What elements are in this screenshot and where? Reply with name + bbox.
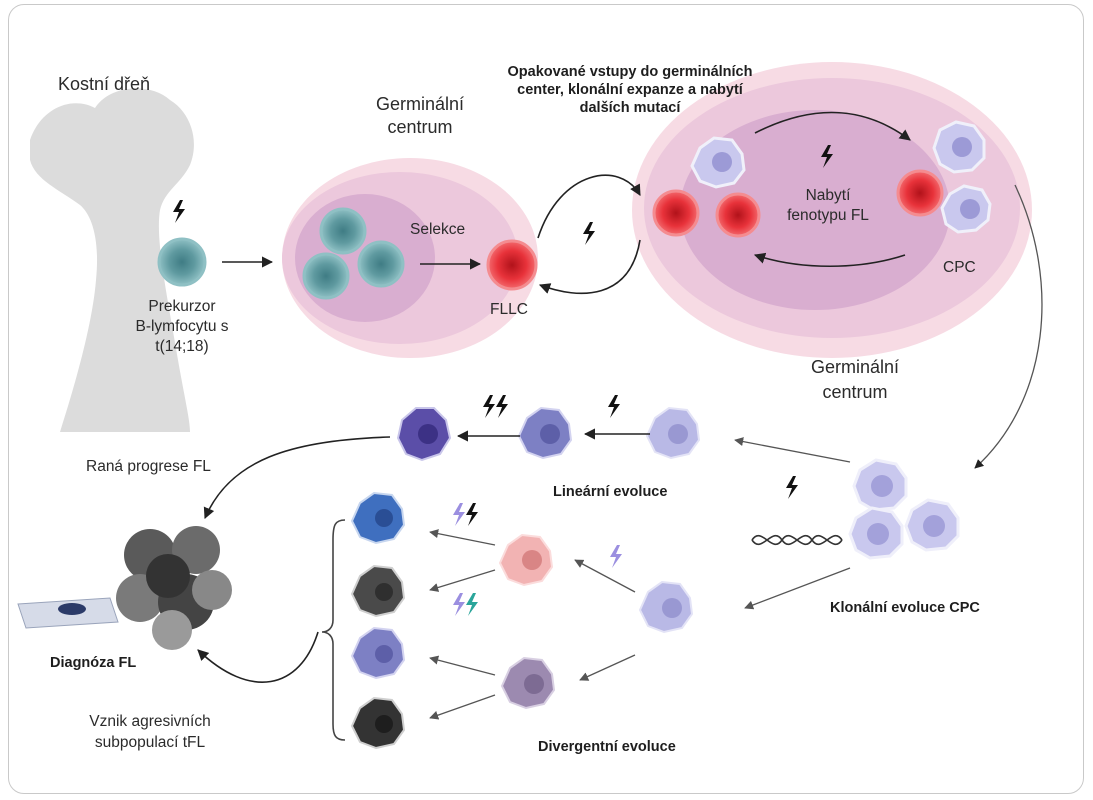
fllc-cell xyxy=(486,239,538,291)
label-gc1-line1: Germinální xyxy=(376,94,464,114)
label-precursor-line2: B-lymfocytu s xyxy=(135,318,228,335)
label-clonal-evolution: Klonální evoluce CPC xyxy=(830,600,980,616)
gc2-cells xyxy=(652,120,992,238)
linear-evolution-cells xyxy=(396,406,851,463)
label-reentry-line3: dalších mutací xyxy=(580,100,682,116)
label-linear-evolution: Lineární evoluce xyxy=(553,484,667,500)
lightning-icon-teal xyxy=(466,593,478,616)
label-gc1-line2: centrum xyxy=(387,117,452,137)
label-aggressive-line1: Vznik agresivních xyxy=(89,713,210,730)
divergent-evolution-cells xyxy=(498,533,851,710)
top-arrows xyxy=(222,111,1043,469)
figure-frame xyxy=(8,4,1084,794)
germinal-center-2 xyxy=(632,62,1032,358)
dna-icon xyxy=(751,534,843,546)
label-reentry-line2: center, klonální expanze a nabytí xyxy=(517,82,744,98)
precursor-cell xyxy=(157,237,207,287)
bone-icon xyxy=(30,88,194,432)
label-selection: Selekce xyxy=(410,221,465,238)
tumor-cluster-icon xyxy=(116,526,232,650)
label-cpc: CPC xyxy=(943,259,976,276)
label-divergent-evolution: Divergentní evoluce xyxy=(538,739,676,755)
gc1-teal-cells xyxy=(302,207,405,300)
label-fl-phenotype-line2: fenotypu FL xyxy=(787,207,869,224)
label-fllc: FLLC xyxy=(490,301,528,318)
label-gc2-line1: Germinální xyxy=(811,357,899,377)
label-precursor-line3: t(14;18) xyxy=(155,338,208,355)
label-diagnosis: Diagnóza FL xyxy=(50,655,136,671)
label-bone-marrow: Kostní dřeň xyxy=(58,74,150,94)
cpc-cluster xyxy=(848,458,960,560)
diagnosis-arrows xyxy=(197,436,391,683)
lightning-icon xyxy=(173,145,833,526)
label-gc2-line2: centrum xyxy=(822,382,887,402)
microscope-slide-icon xyxy=(17,597,119,629)
label-precursor-line1: Prekurzor xyxy=(148,298,215,315)
lightning-icon-purple xyxy=(453,503,622,616)
tfl-cells xyxy=(321,491,496,750)
label-aggressive-line2: subpopulací tFL xyxy=(95,734,206,751)
label-reentry-line1: Opakované vstupy do germinálních xyxy=(508,64,753,80)
label-early-progression: Raná progrese FL xyxy=(86,458,211,475)
label-fl-phenotype-line1: Nabytí xyxy=(806,187,851,204)
